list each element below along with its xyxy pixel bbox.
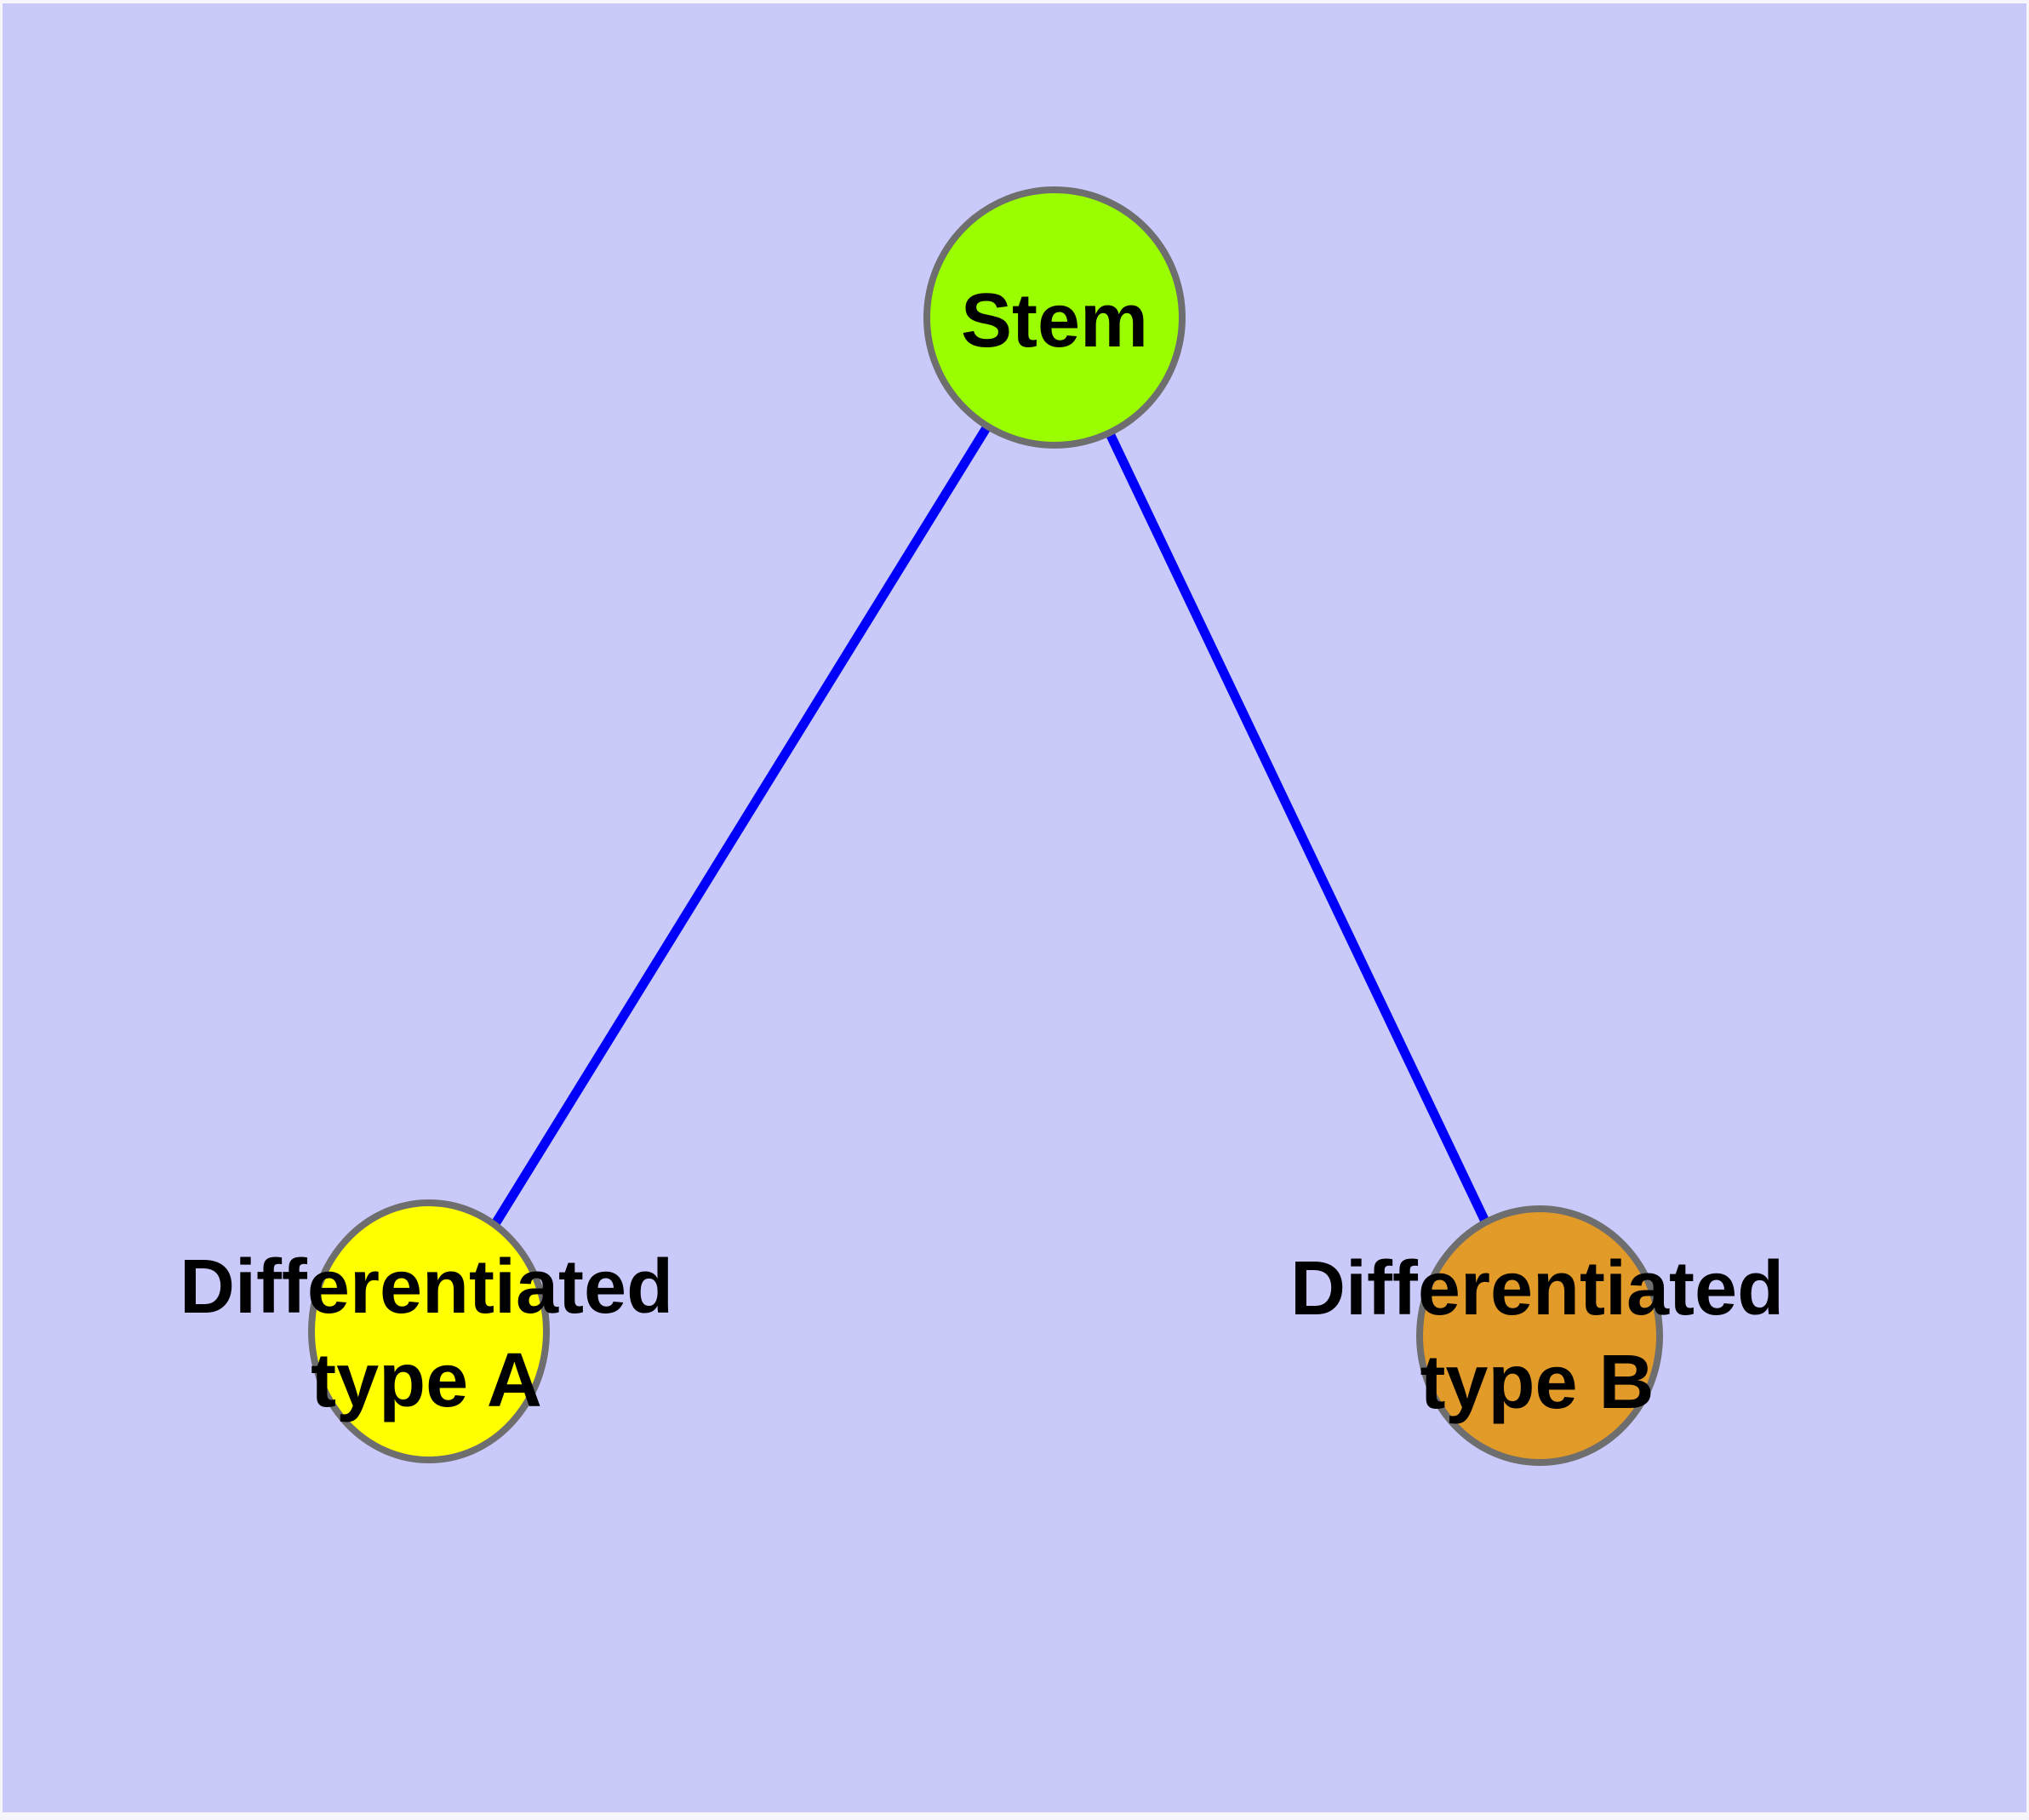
node-stem-label-text: Stem [960,278,1149,363]
edge-stem-to-type-a [425,315,1059,1334]
node-type-a-label-line1: Differentiated [179,1245,674,1330]
node-type-b-circle [1416,1205,1663,1466]
edge-stem-to-type-b [1050,315,1544,1338]
node-stem-circle [923,186,1186,449]
node-type-a-circle [308,1199,550,1463]
node-type-a-label-line2: type A [311,1338,542,1423]
node-type-b-label-line2: type B [1420,1340,1655,1425]
node-type-b-label-line1: Differentiated [1289,1246,1785,1331]
node-type-b-label: Differentiated type B [1290,1242,1784,1429]
node-type-a-label: Differentiated type A [180,1240,673,1428]
node-stem-label: Stem [961,274,1148,368]
